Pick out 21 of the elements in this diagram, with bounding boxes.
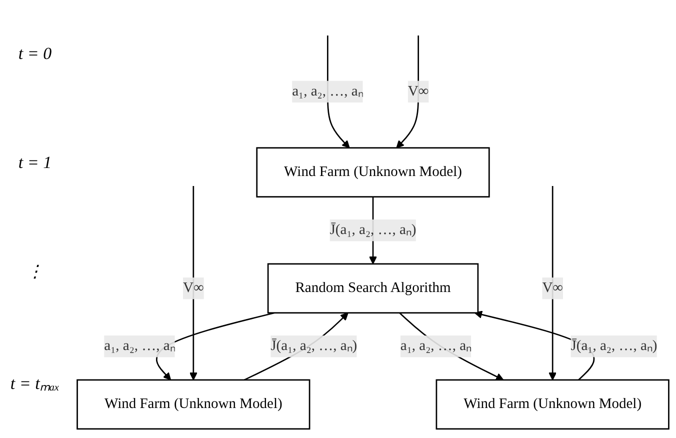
arrow <box>548 186 557 381</box>
side-label: t = 1 <box>18 152 52 173</box>
edge-label: a₁, a₂, …, aₙ <box>104 338 176 354</box>
edge-label: J̄(a₁, a₂, …, aₙ) <box>330 222 416 238</box>
arrow <box>396 36 419 149</box>
node-box: Random Search Algorithm <box>267 264 479 314</box>
edge-label: V∞ <box>182 280 204 296</box>
node-box: Wind Farm (Unknown Model) <box>76 380 310 430</box>
edge-label: J̄(a₁, a₂, …, aₙ) <box>270 338 358 354</box>
arrow <box>189 186 198 381</box>
arrow <box>399 312 504 381</box>
edge-label: J̄(a₁, a₂, …, aₙ) <box>570 338 658 354</box>
edge-label: a₁, a₂, …, aₙ <box>292 84 364 100</box>
node-box: Wind Farm (Unknown Model) <box>256 148 490 198</box>
side-label: ⋮ <box>26 261 44 282</box>
edge-label: a₁, a₂, …, aₙ <box>400 338 472 354</box>
node-box: Wind Farm (Unknown Model) <box>436 380 670 430</box>
side-label: t = tₘₐₓ <box>10 372 60 394</box>
edge-label: V∞ <box>408 84 429 100</box>
side-label: t = 0 <box>18 44 52 64</box>
edge-label: V∞ <box>542 280 564 296</box>
